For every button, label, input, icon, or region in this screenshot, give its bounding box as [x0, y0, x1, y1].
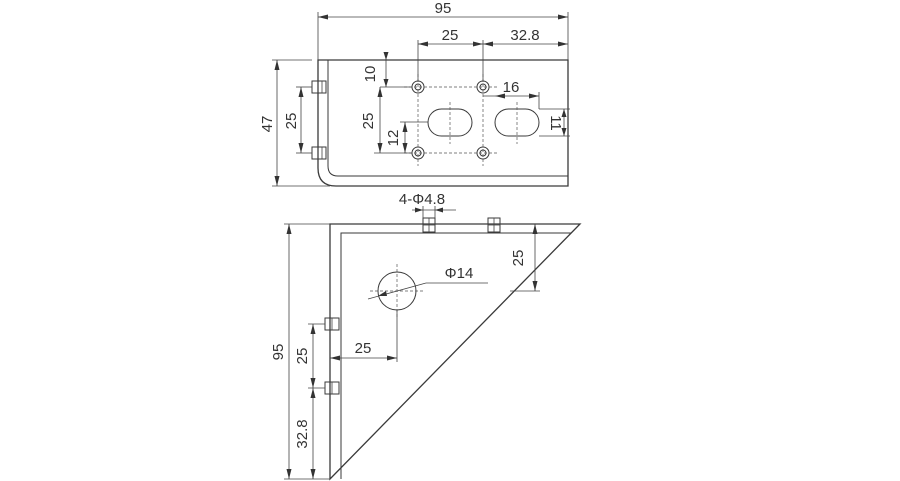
- dim-label: 11: [547, 115, 564, 131]
- front-top-screw-right: [487, 217, 501, 233]
- dim-top-side-hole-spacing: 25: [283, 86, 312, 154]
- front-side-screw-upper: [324, 317, 340, 331]
- dim-hole-callout: 4-Φ4.8: [399, 191, 456, 218]
- dim-label: 25: [355, 340, 372, 357]
- dim-top-right-offset: 32.8: [483, 27, 568, 47]
- dim-label: 25: [510, 250, 527, 267]
- dim-top-overall-width: 95: [317, 0, 569, 60]
- dim-label: 47: [259, 116, 276, 133]
- front-top-screw-left: [422, 217, 436, 233]
- dim-label: 4-Φ4.8: [399, 191, 445, 208]
- top-small-hole-3: [411, 146, 425, 160]
- dim-label: 16: [503, 79, 520, 96]
- top-view-inner-bend: [327, 60, 568, 177]
- dim-top-hole-row-spacing: 25: [360, 87, 412, 154]
- dim-front-hole-from-top: 25: [510, 224, 540, 292]
- dim-label: 95: [435, 0, 452, 17]
- dim-large-hole-diameter: Φ14: [367, 265, 488, 300]
- dim-label: 25: [294, 348, 311, 365]
- dim-label: 12: [385, 130, 402, 147]
- dim-front-hole-from-left: 25: [330, 310, 398, 362]
- dim-label: 25: [360, 113, 377, 130]
- dim-label: 25: [442, 27, 459, 44]
- front-view: 4-Φ4.8 Φ14 25 25: [270, 191, 582, 481]
- dim-label: 95: [270, 344, 287, 361]
- dim-top-slot-width: 11: [539, 108, 570, 137]
- dim-label: 32.8: [294, 419, 311, 448]
- dim-label: Φ14: [445, 265, 474, 282]
- dim-front-side-hole-spacing: 25: [294, 323, 325, 389]
- dim-top-hole-spacing: 25: [417, 27, 484, 81]
- top-side-screw-lower: [311, 146, 327, 160]
- front-view-outline: [329, 223, 582, 481]
- dim-front-bottom-offset: 32.8: [294, 388, 316, 479]
- dim-front-overall-height: 95: [270, 223, 330, 480]
- top-view-outline: [317, 59, 569, 187]
- dim-top-slot-offset: 12: [385, 121, 428, 153]
- dim-top-overall-height: 47: [259, 59, 330, 187]
- dim-label: 25: [283, 113, 300, 130]
- dim-label: 10: [362, 66, 379, 83]
- top-side-screw-upper: [311, 80, 327, 94]
- front-view-inner-flange: [340, 232, 571, 479]
- top-view: 95 25 32.8 10: [259, 0, 570, 187]
- dim-top-slot-length: 16: [483, 79, 540, 109]
- dim-label: 32.8: [510, 27, 539, 44]
- dim-top-edge-to-hole: 10: [362, 52, 412, 88]
- top-small-hole-4: [476, 146, 490, 160]
- front-side-screw-lower: [324, 381, 340, 395]
